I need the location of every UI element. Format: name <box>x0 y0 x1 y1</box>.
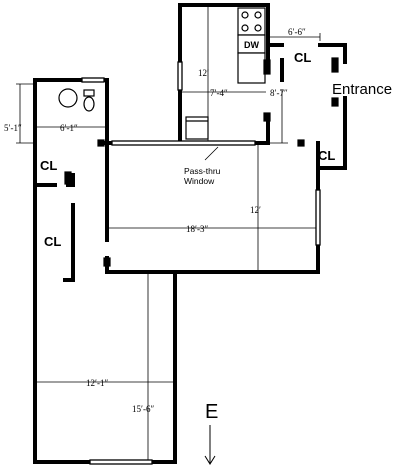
dim-kitchen-height: 12′ <box>198 68 209 78</box>
window-bath <box>81 77 105 83</box>
dim-kitchen-width: 7′-4″ <box>210 88 228 98</box>
dim-entry-width: 6′-6″ <box>288 27 306 37</box>
fixtures <box>58 7 339 267</box>
dimension-lines <box>16 7 321 460</box>
closet-wall-2 <box>63 203 75 282</box>
dimension-labels: 12′ 7′-4″ 8′-7″ 6′-6″ 6′-1″ 5′-1″ 18′-3″… <box>4 27 306 414</box>
closet-divider-1b <box>66 173 75 187</box>
label-closet-upper: CL <box>40 158 57 173</box>
compass-arrow-icon <box>204 425 216 465</box>
label-entrance: Entrance <box>332 81 392 98</box>
entry-top-wall-right <box>318 43 347 64</box>
label-closet-lower: CL <box>44 234 61 249</box>
dim-living-height: 12′ <box>250 205 261 215</box>
window-bedroom-bottom <box>89 459 153 465</box>
dim-bath-depth: 5′-1″ <box>4 123 22 133</box>
entry-right-wall <box>316 96 347 170</box>
dim-hall-width: 8′-7″ <box>270 88 288 98</box>
toilet <box>83 96 95 112</box>
label-pass-thru: Pass-thru <box>184 166 221 176</box>
bath-walls <box>33 78 109 145</box>
dim-bedroom-length: 15′-6″ <box>132 404 154 414</box>
stove <box>237 7 266 36</box>
labels: DW CL Entrance CL CL CL Pass-thru Window… <box>40 40 392 423</box>
dim-bath-width: 6′-1″ <box>60 123 78 133</box>
bathtub <box>58 88 78 108</box>
label-closet-entry: CL <box>294 50 311 65</box>
label-closet-right: CL <box>318 148 335 163</box>
windows <box>81 61 321 465</box>
window-pass-thru <box>111 140 256 146</box>
living-left-wall-lower <box>105 256 177 274</box>
refrigerator <box>185 116 209 140</box>
window-living <box>315 189 321 246</box>
compass-label: E <box>205 401 218 423</box>
window-kitchen-left <box>177 61 183 91</box>
label-window: Window <box>184 176 215 186</box>
bedroom-right-wall <box>33 270 177 464</box>
label-dishwasher: DW <box>244 40 259 50</box>
dim-living-width: 18′-3″ <box>186 224 208 234</box>
kitchen-counter <box>237 52 266 84</box>
dim-bedroom-width: 12′-1″ <box>86 378 108 388</box>
